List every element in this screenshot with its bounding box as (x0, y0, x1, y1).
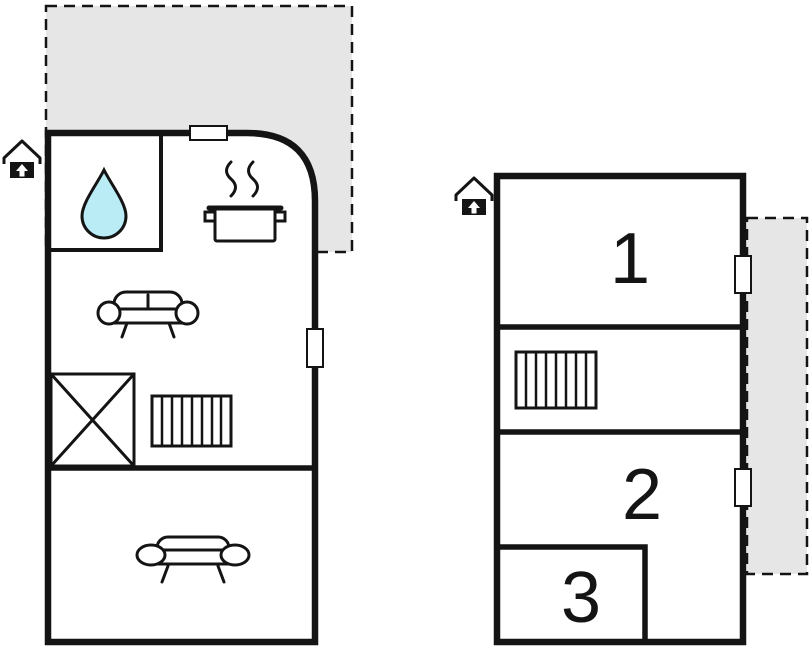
sofa-arm-right (174, 300, 200, 326)
sofa-legs (120, 321, 176, 339)
stairs-ground-steps (160, 396, 223, 446)
entrance-icon-ground (2, 139, 42, 180)
window-upper-room2-icon (734, 468, 752, 507)
couch-legs (160, 564, 226, 584)
steam-left-icon (225, 160, 237, 198)
bathroom-wall (51, 136, 163, 252)
stairs-upper-steps (524, 352, 588, 408)
stairs-upper-icon (514, 350, 598, 410)
window-right-ground-icon (306, 328, 324, 368)
room-3-wall (494, 544, 648, 645)
window-upper-room1-icon (734, 255, 752, 294)
room-2-label: 2 (622, 455, 662, 535)
window-top-icon (189, 125, 228, 141)
stove-pot-icon (203, 160, 287, 243)
ground-floor (2, 4, 354, 646)
upper-floor: 1 2 3 (454, 172, 809, 646)
square-with-x-icon (49, 372, 136, 468)
couch-front-view-icon (135, 535, 251, 584)
ground-floor-outer-wall (44, 129, 319, 646)
couch-arm-left (135, 543, 167, 567)
terrace-upper-floor (745, 216, 809, 576)
entrance-icon-upper (454, 176, 494, 217)
sofa-arm-left (96, 300, 122, 326)
crossed-square-diagonals (49, 372, 136, 468)
room-1-label: 1 (610, 219, 650, 299)
couch-arm-right (219, 543, 251, 567)
stairs-ground-icon (150, 394, 233, 448)
steam-right-icon (247, 160, 259, 198)
pot-body (213, 206, 277, 243)
room-3-label: 3 (561, 558, 601, 638)
water-drop-icon (80, 166, 128, 240)
sofa-front-view-icon (96, 290, 200, 339)
